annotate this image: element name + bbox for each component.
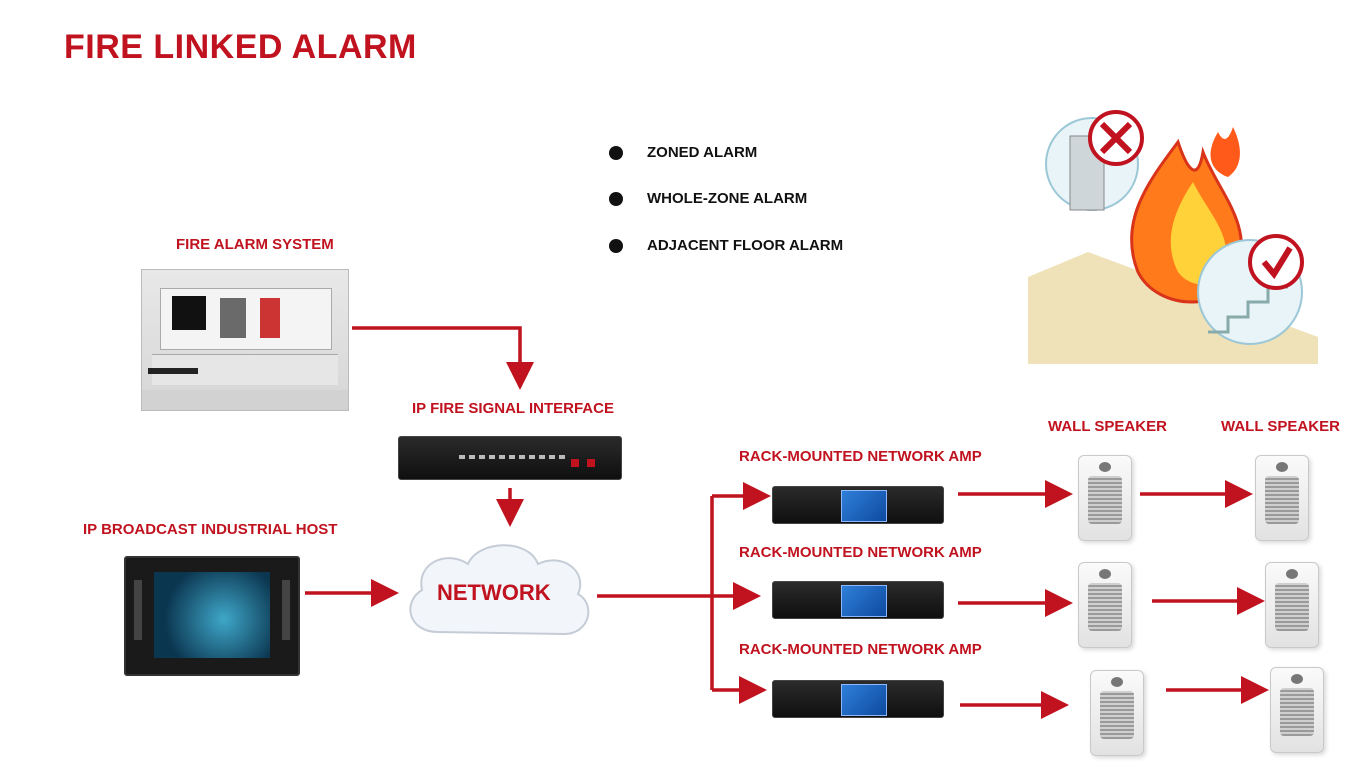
arrow-fire-to-interface <box>352 326 534 390</box>
network-label: NETWORK <box>437 580 551 605</box>
wall-speaker <box>1090 670 1144 756</box>
bullet-icon <box>609 191 623 206</box>
amp-device <box>772 486 944 524</box>
fire-alarm-system-image <box>141 269 349 411</box>
amp-device <box>772 680 944 718</box>
legend-item-zoned: ZONED ALARM <box>609 144 757 161</box>
amp-label: RACK-MOUNTED NETWORK AMP <box>739 544 982 561</box>
ip-broadcast-host-label: IP BROADCAST INDUSTRIAL HOST <box>83 521 338 538</box>
amp-device <box>772 581 944 619</box>
fire-evacuation-illustration <box>1028 110 1318 364</box>
ip-fire-signal-interface-label: IP FIRE SIGNAL INTERFACE <box>412 400 614 417</box>
wall-speaker <box>1078 562 1132 648</box>
page-title: FIRE LINKED ALARM <box>64 28 417 66</box>
wall-speaker <box>1265 562 1319 648</box>
wall-speaker-label: WALL SPEAKER <box>1221 418 1340 435</box>
wall-speaker-label: WALL SPEAKER <box>1048 418 1167 435</box>
wall-speaker <box>1255 455 1309 541</box>
legend-item-adjacent-floor: ADJACENT FLOOR ALARM <box>609 237 843 254</box>
bullet-icon <box>609 145 623 160</box>
bullet-icon <box>609 238 623 253</box>
wall-speaker <box>1270 667 1324 753</box>
legend-label: ADJACENT FLOOR ALARM <box>647 237 844 254</box>
wall-speaker <box>1078 455 1132 541</box>
legend-item-whole-zone: WHOLE-ZONE ALARM <box>609 190 807 207</box>
amp-label: RACK-MOUNTED NETWORK AMP <box>739 448 982 465</box>
ip-fire-signal-interface-device <box>398 436 622 480</box>
legend-label: ZONED ALARM <box>647 144 758 161</box>
legend-label: WHOLE-ZONE ALARM <box>647 190 808 207</box>
network-cloud <box>409 544 590 636</box>
amp-label: RACK-MOUNTED NETWORK AMP <box>739 641 982 658</box>
fire-alarm-system-label: FIRE ALARM SYSTEM <box>176 236 334 253</box>
host-screen <box>154 572 270 658</box>
ip-broadcast-host-device <box>124 556 300 676</box>
